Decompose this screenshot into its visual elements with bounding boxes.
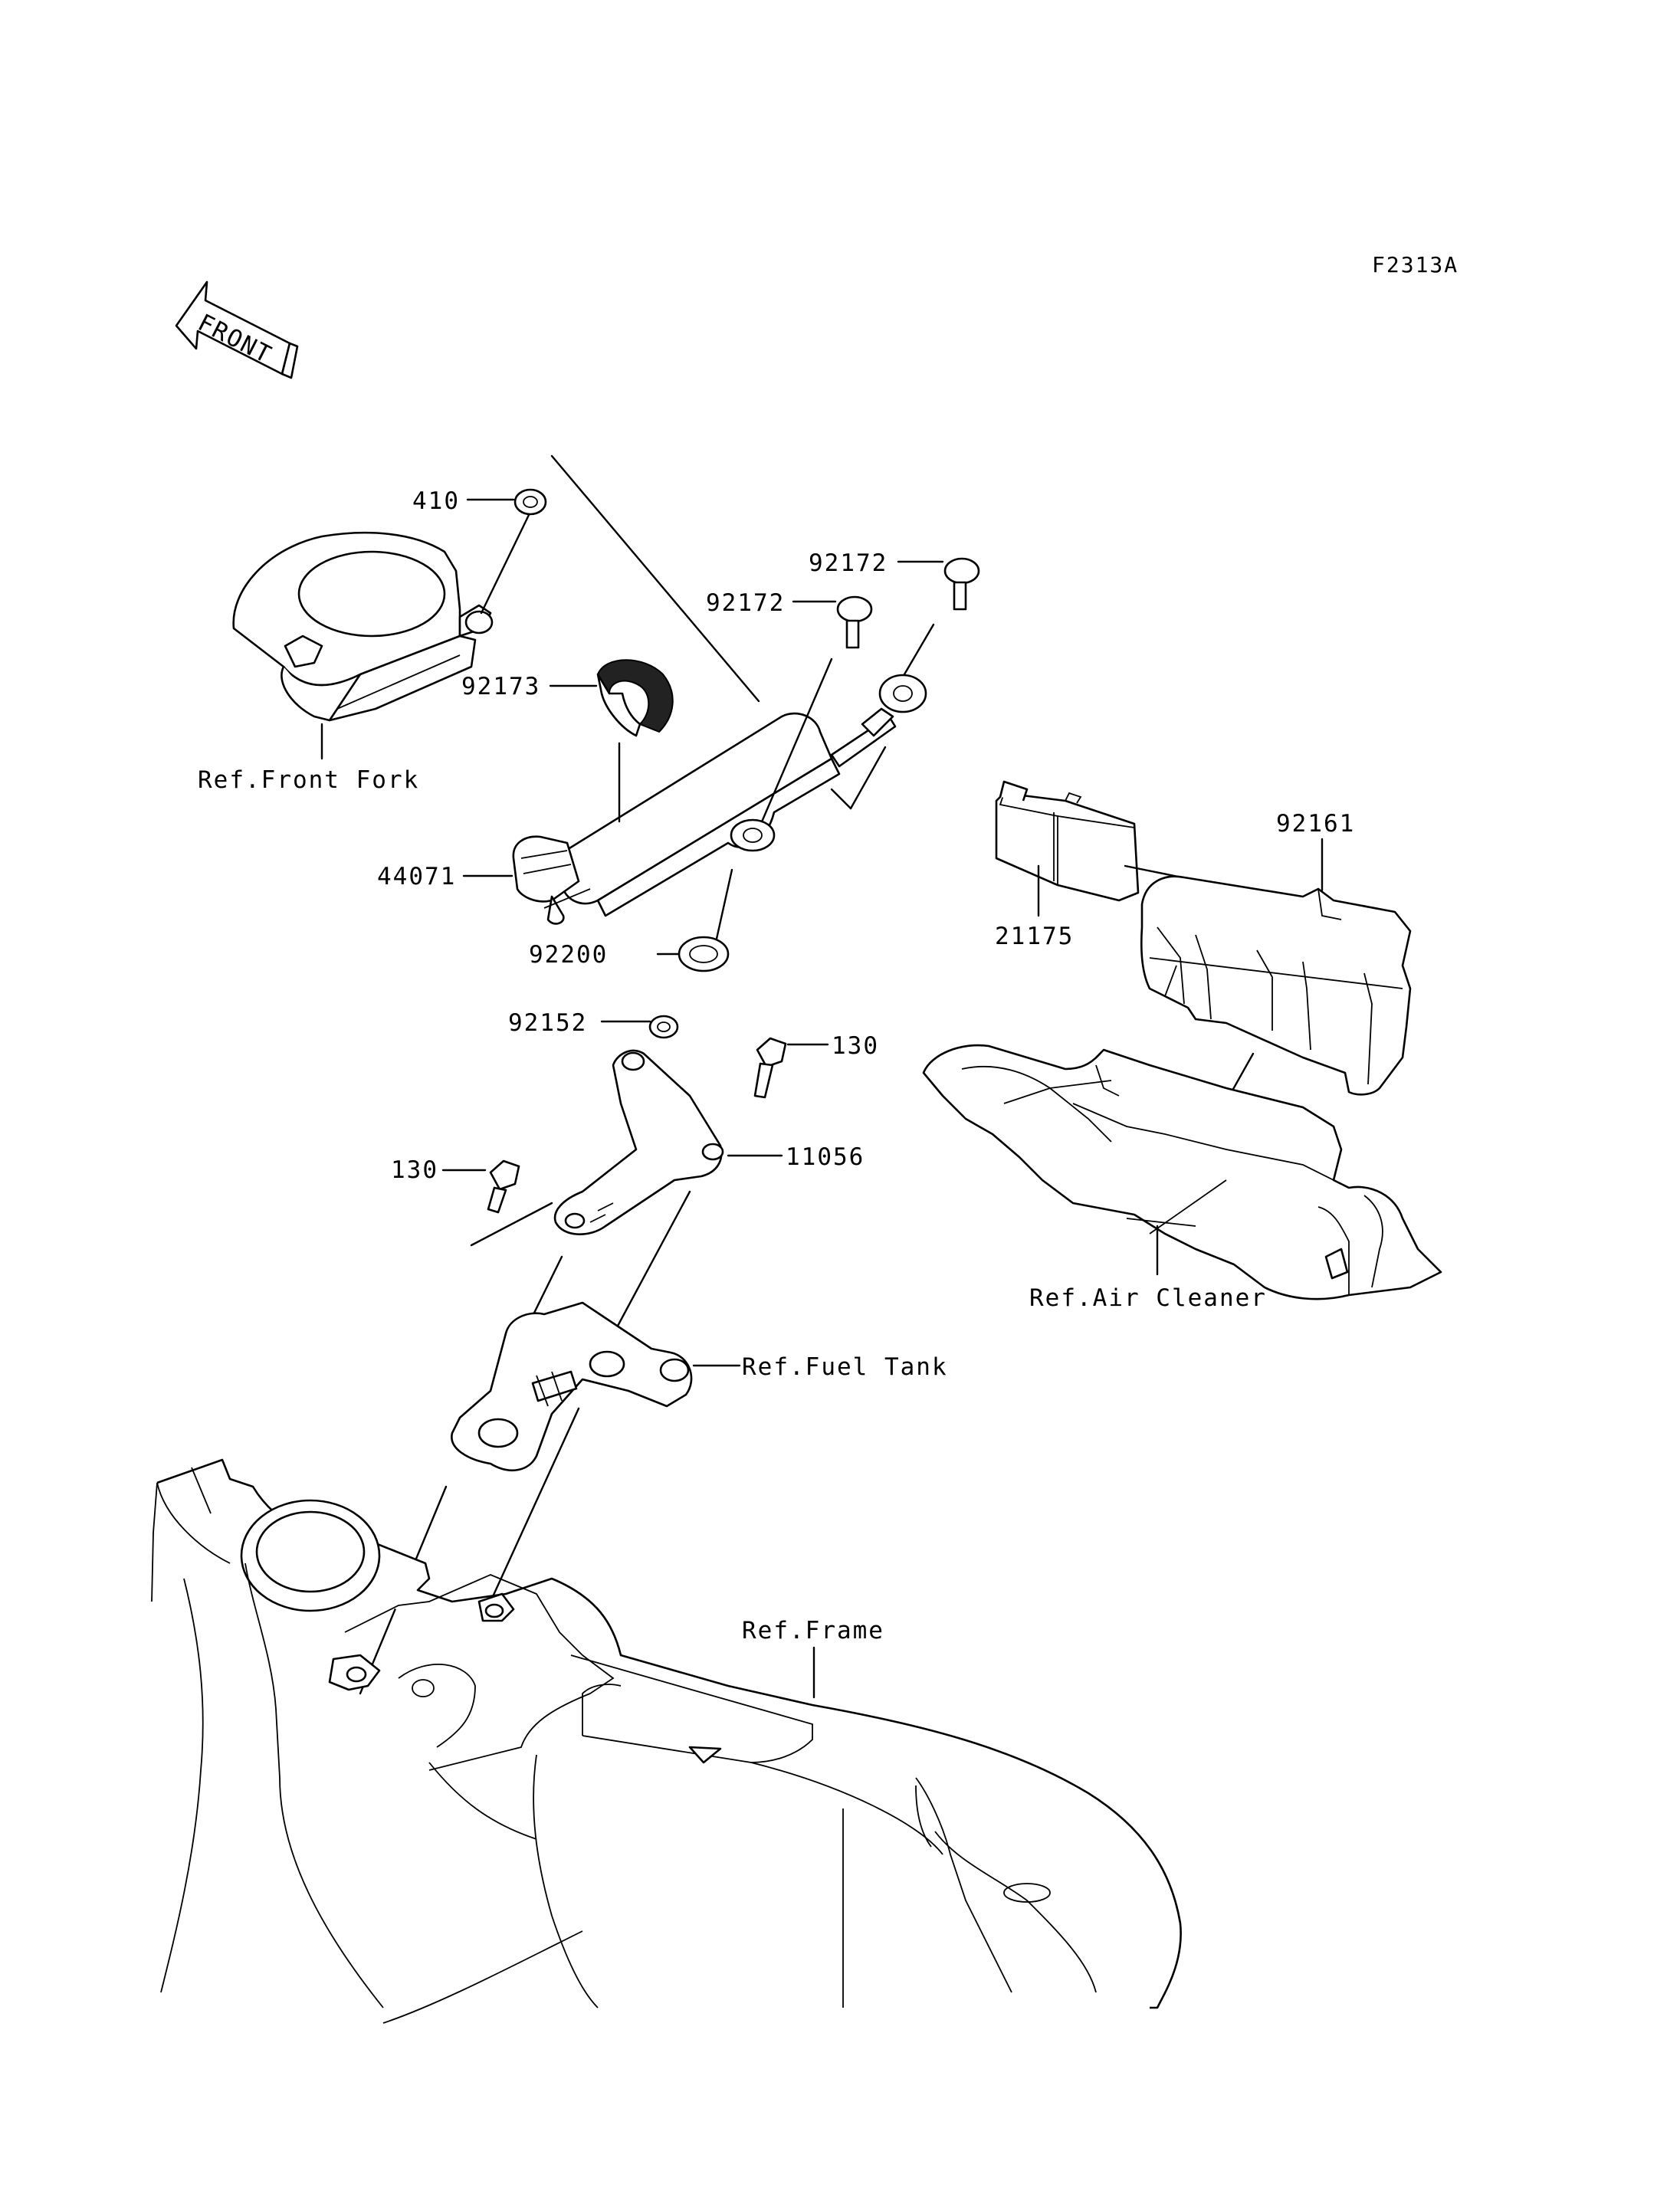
cover-92161 (1140, 875, 1412, 1096)
label-92200: 92200 (529, 941, 608, 969)
label-92172-upper: 92172 (809, 549, 888, 577)
fuel-tank-bracket (451, 1301, 693, 1471)
label-130-left: 130 (391, 1156, 438, 1184)
dust-boot-92173 (596, 659, 674, 737)
module-21175 (995, 780, 1140, 902)
label-130-right: 130 (832, 1032, 879, 1060)
bolt-92172-upper (943, 557, 980, 611)
label-92152: 92152 (508, 1009, 587, 1037)
bolt-130-right (753, 1037, 787, 1099)
label-92161: 92161 (1276, 810, 1355, 838)
diagram-code: F2313A (1372, 252, 1459, 277)
ref-front-fork: Ref.Front Fork (198, 766, 419, 794)
ref-air-cleaner: Ref.Air Cleaner (1029, 1284, 1267, 1312)
ref-fuel-tank: Ref.Fuel Tank (742, 1353, 948, 1381)
ref-frame: Ref.Frame (742, 1617, 884, 1644)
washer-92200 (678, 936, 730, 972)
air-cleaner (922, 1044, 1442, 1300)
frame (151, 1458, 1182, 2024)
label-92173: 92173 (461, 673, 540, 700)
label-11056: 11056 (786, 1143, 865, 1171)
nut-92152 (648, 1015, 679, 1039)
washer-410 (514, 488, 547, 516)
steering-damper (512, 674, 927, 925)
bolt-130-left (487, 1159, 520, 1214)
front-arrow-icon: FRONT (175, 280, 299, 379)
label-410: 410 (412, 487, 460, 515)
label-44071: 44071 (377, 863, 456, 890)
bolt-92172-lower (836, 595, 873, 649)
front-fork-clamp (232, 531, 494, 722)
label-92172-lower: 92172 (706, 589, 785, 617)
bracket-11056 (553, 1049, 724, 1235)
label-21175: 21175 (995, 923, 1074, 950)
